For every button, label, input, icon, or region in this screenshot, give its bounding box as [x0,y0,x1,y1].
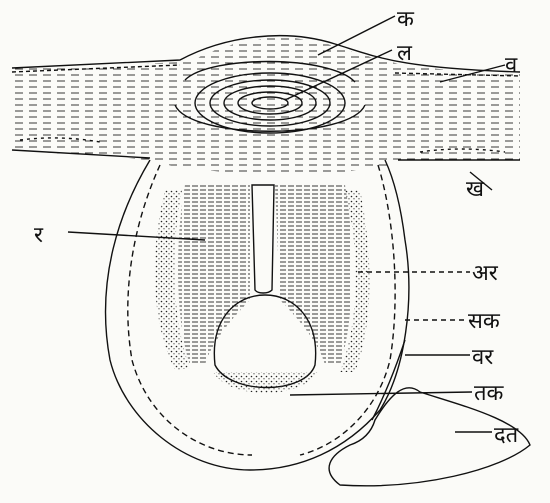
label-sk: सक [468,309,501,334]
label-dt: दत [494,423,519,448]
label-vr: वर [472,345,494,370]
label-kh: ख [466,177,485,202]
label-ar: अर [472,261,499,286]
label-r: र [34,223,44,248]
duct-tissue [329,340,530,486]
label-tk: तक [474,381,505,406]
label-v: व [505,53,518,78]
label-l: ल [397,41,413,66]
label-k: क [397,7,415,32]
horizontal-tissue-band [12,36,520,174]
bulb-body [106,160,409,470]
